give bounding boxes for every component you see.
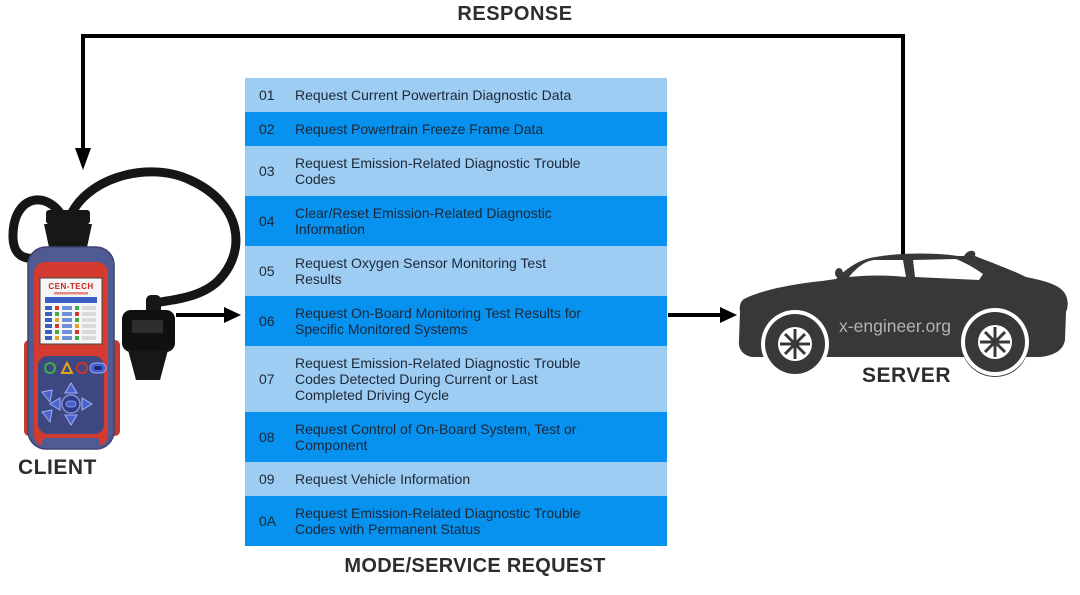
car-rear-window [913, 259, 983, 280]
green-button-icon [44, 362, 56, 374]
car-mirror [835, 268, 843, 278]
mode-text: Request On-Board Monitoring Test Results… [295, 305, 582, 337]
mode-table: 01 Request Current Powertrain Diagnostic… [245, 78, 667, 546]
mode-row: 03 Request Emission-Related Diagnostic T… [245, 146, 667, 196]
mode-code: 04 [259, 213, 275, 229]
response-arrow [75, 34, 905, 256]
client-label: CLIENT [18, 456, 97, 479]
client-device-illustration: CEN-TECH [8, 167, 241, 450]
warning-triangle-icon [60, 360, 74, 374]
mode-text: Request Oxygen Sensor Monitoring Test Re… [295, 255, 547, 287]
device-top-plug [44, 210, 92, 252]
mode-text: Request Vehicle Information [295, 471, 471, 487]
mode-text: Request Current Powertrain Diagnostic Da… [295, 87, 572, 103]
mode-row: 01 Request Current Powertrain Diagnostic… [245, 78, 667, 112]
mode-code: 09 [259, 471, 275, 487]
mode-code: 03 [259, 163, 275, 179]
mode-row: 08 Request Control of On-Board System, T… [245, 412, 667, 462]
mode-code: 05 [259, 263, 275, 279]
mode-text: Request Emission-Related Diagnostic Trou… [295, 155, 581, 187]
mode-code: 06 [259, 313, 275, 329]
mode-text: Request Emission-Related Diagnostic Trou… [295, 355, 581, 403]
mode-text: Request Control of On-Board System, Test… [295, 421, 577, 453]
request-arrow-client-to-table [176, 307, 241, 323]
mode-row: 02 Request Powertrain Freeze Frame Data [245, 112, 667, 146]
mode-code: 01 [259, 87, 275, 103]
mode-text: Request Powertrain Freeze Frame Data [295, 121, 544, 137]
car-watermark: x-engineer.org [839, 316, 951, 336]
server-car-illustration: x-engineer.org [738, 250, 1068, 378]
request-arrow-table-to-server [668, 307, 737, 323]
car-front-window [849, 260, 906, 277]
mode-text: Clear/Reset Emission-Related Diagnostic … [295, 205, 552, 237]
mode-row: 05 Request Oxygen Sensor Monitoring Test… [245, 246, 667, 296]
red-button-icon [76, 362, 88, 374]
car-wheel-front [761, 310, 829, 378]
device-brand-text: CEN-TECH [48, 282, 93, 291]
car-wheel-rear [961, 308, 1029, 376]
screen-rows [45, 306, 96, 340]
mode-code: 07 [259, 371, 275, 387]
mode-code: 0A [259, 513, 277, 529]
mode-row: 07 Request Emission-Related Diagnostic T… [245, 346, 667, 412]
side-arrow-icons [41, 389, 53, 424]
dpad-arrow-icons [49, 382, 93, 426]
mode-row: 06 Request On-Board Monitoring Test Resu… [245, 296, 667, 346]
table-caption: MODE/SERVICE REQUEST [344, 555, 606, 577]
mode-text: Request Emission-Related Diagnostic Trou… [295, 505, 581, 537]
mode-row: 04 Clear/Reset Emission-Related Diagnost… [245, 196, 667, 246]
mode-code: 08 [259, 429, 275, 445]
device-keypad [38, 356, 107, 434]
response-label: RESPONSE [457, 3, 573, 25]
mode-row: 09 Request Vehicle Information [245, 462, 667, 496]
device-screen: CEN-TECH [39, 277, 103, 345]
mode-row: 0A Request Emission-Related Diagnostic T… [245, 496, 667, 546]
mode-code: 02 [259, 121, 275, 137]
obd-connector [122, 295, 175, 380]
server-label: SERVER [862, 364, 951, 387]
